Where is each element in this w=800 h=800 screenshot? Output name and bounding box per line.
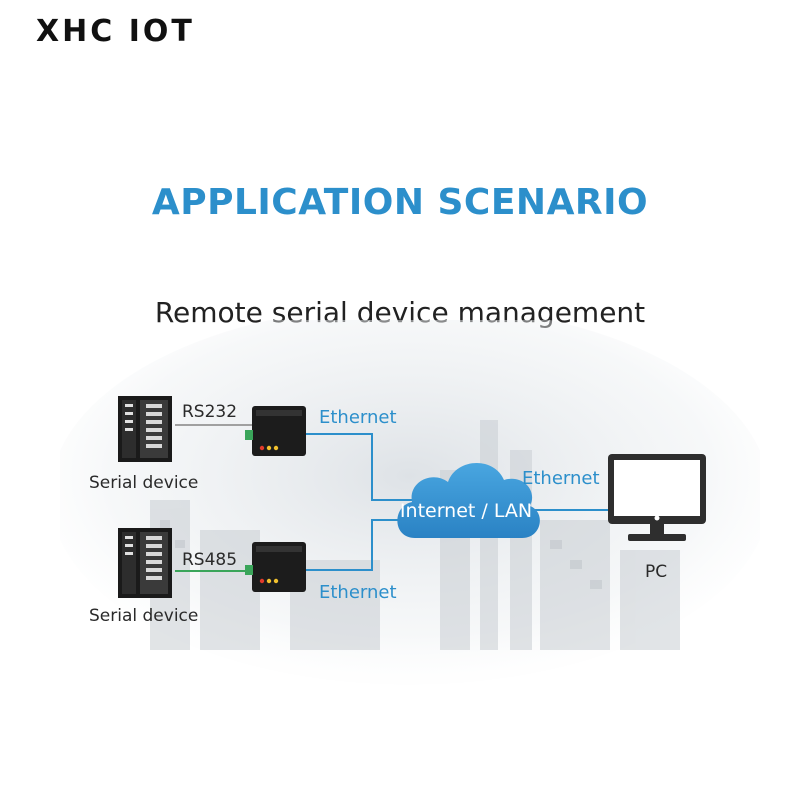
serial-device-top-label: Serial device [89,473,199,493]
converter-bottom-icon [245,542,306,592]
serial-device-bottom-icon [118,528,172,598]
ethernet-line-top [305,433,430,501]
pc-monitor-icon [608,454,706,541]
pc-label: PC [645,562,668,582]
converter-top-icon [245,406,306,456]
ethernet-label-bottom: Ethernet [319,582,397,603]
rs485-label: RS485 [182,550,238,570]
brand-logo: XHC IOT [36,14,195,49]
serial-device-bottom-label: Serial device [89,606,199,626]
ethernet-label-pc: Ethernet [522,468,600,489]
serial-device-top-icon [118,396,172,462]
rs232-label: RS232 [182,402,238,422]
cloud-icon [397,462,540,538]
cloud-label: Internet / LAN [399,500,533,522]
page-title: APPLICATION SCENARIO [151,182,649,223]
ethernet-label-top: Ethernet [319,407,397,428]
